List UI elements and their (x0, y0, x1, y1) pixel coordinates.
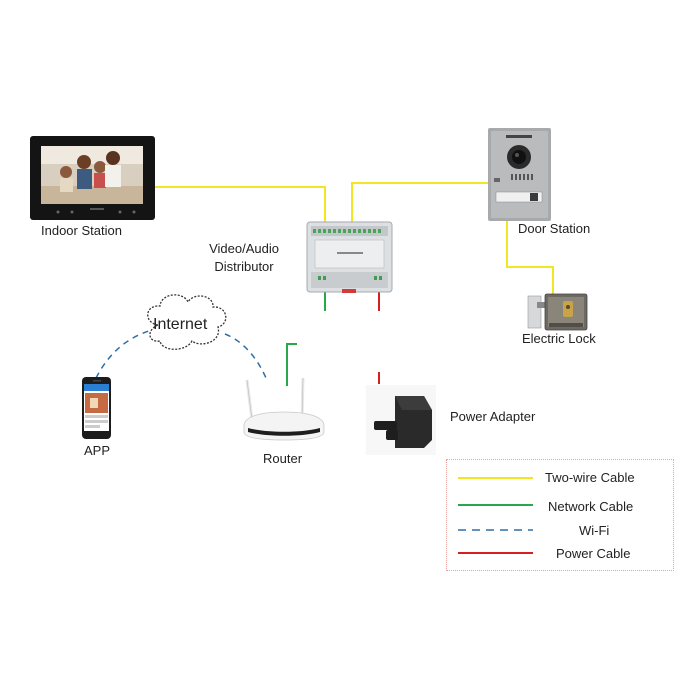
wifi-link-app (95, 329, 153, 379)
legend-label-network: Network Cable (548, 499, 634, 514)
legend-label-wifi: Wi-Fi (579, 523, 610, 538)
indoor-station-device (30, 136, 155, 220)
distributor-device (306, 221, 393, 293)
legend (446, 459, 674, 571)
router-device (243, 377, 325, 441)
legend-label-two-wire: Two-wire Cable (545, 470, 635, 485)
two-wire-cable-lock (506, 221, 554, 295)
power-adapter-label: Power Adapter (450, 409, 536, 424)
door-station-device (488, 128, 551, 221)
smartphone-device (82, 377, 111, 439)
wifi-link-router (224, 333, 267, 379)
router-label: Router (263, 451, 303, 466)
electric-lock-device (527, 293, 588, 331)
internet-label: Internet (153, 316, 208, 333)
internet-cloud (147, 294, 227, 350)
power-adapter-device (366, 385, 436, 455)
legend-label-power: Power Cable (556, 546, 631, 561)
two-wire-cable-door (351, 182, 489, 223)
network-cable-router (286, 343, 297, 386)
electric-lock-label: Electric Lock (522, 331, 596, 346)
distributor-label: Video/Audio Distributor (209, 241, 279, 274)
indoor-station-label: Indoor Station (41, 223, 122, 238)
door-station-label: Door Station (518, 221, 591, 236)
app-label: APP (84, 443, 111, 458)
two-wire-cable-indoor (155, 186, 326, 223)
